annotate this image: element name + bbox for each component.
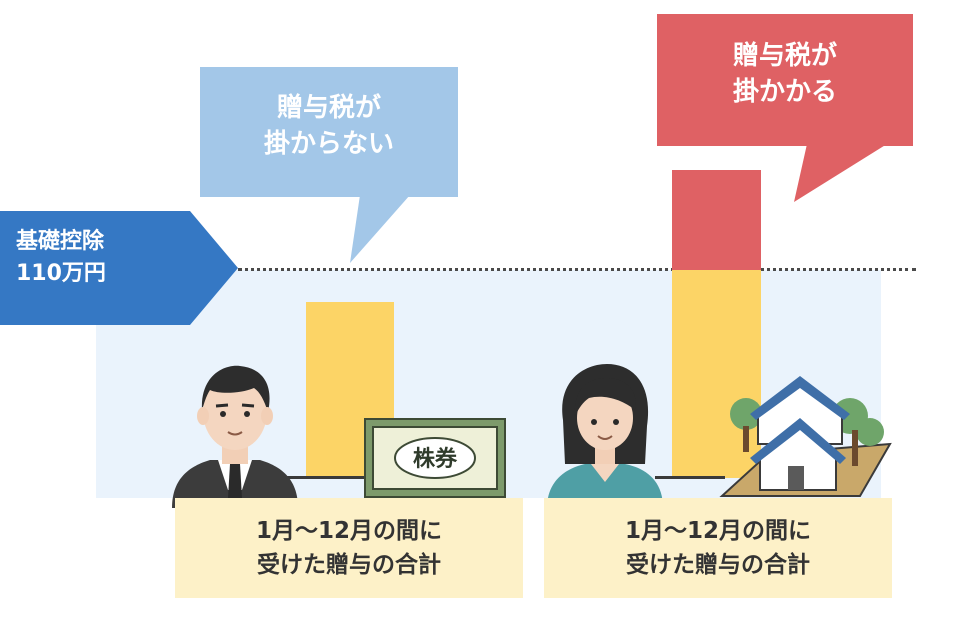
- stock-label: 株券: [412, 447, 457, 472]
- right-caption: 1月～12月の間に 受けた贈与の合計: [544, 498, 892, 598]
- bubble-under-text: 贈与税が 掛からない: [263, 93, 394, 159]
- threshold-line: [238, 268, 916, 271]
- bubble-over-shape: [657, 14, 913, 202]
- left-baseline: [286, 476, 368, 479]
- woman-icon: [547, 364, 663, 508]
- stock-certificate-icon: [364, 418, 506, 498]
- man-in-suit-icon: [172, 365, 298, 508]
- threshold-badge: [0, 211, 238, 325]
- threshold-badge-label: 基礎控除 110万円: [16, 229, 106, 286]
- bubble-over-text: 贈与税が 掛かかる: [732, 41, 837, 107]
- right-gift-bar-red: [672, 170, 761, 270]
- right-baseline: [655, 476, 725, 479]
- left-caption: 1月～12月の間に 受けた贈与の合計: [175, 498, 523, 598]
- bubble-under-shape: [200, 67, 458, 263]
- house-icon: [719, 376, 892, 497]
